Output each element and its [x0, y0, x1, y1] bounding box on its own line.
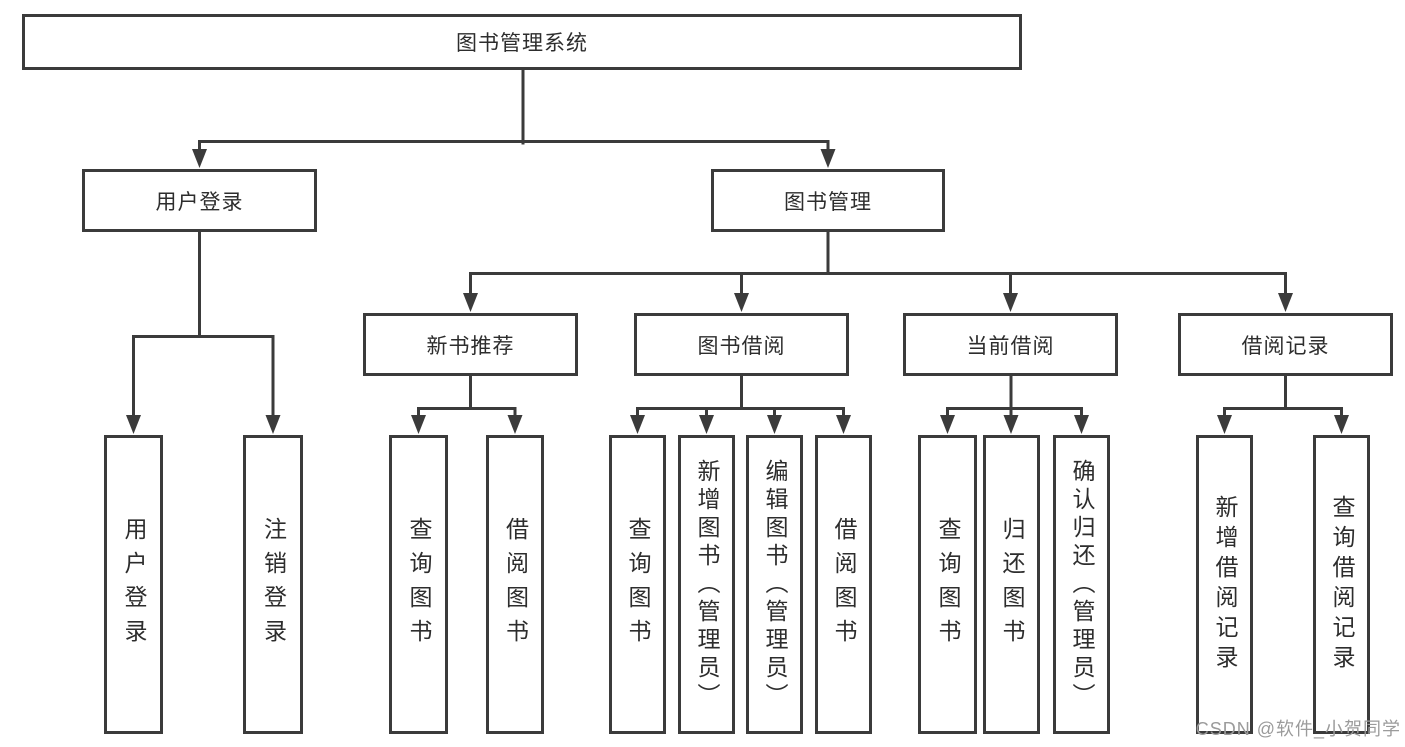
- leaf-label: 查询图书: [625, 516, 651, 653]
- node-user-login: 用户登录: [82, 169, 317, 232]
- leaf-label: 编辑图书（管理员）: [762, 458, 788, 711]
- node-label: 用户登录: [155, 190, 244, 214]
- node-borrowing-records: 借阅记录: [1178, 313, 1393, 376]
- arrow-icon: [507, 415, 523, 434]
- leaf-nb-borrow-books: 借阅图书: [486, 435, 544, 734]
- node-new-book-recommend: 新书推荐: [363, 313, 578, 376]
- arrow-icon: [940, 415, 955, 434]
- node-book-borrowing: 图书借阅: [634, 313, 849, 376]
- node-label: 当前借阅: [966, 334, 1055, 358]
- leaf-logout: 注销登录: [243, 435, 303, 734]
- leaf-label: 查询借阅记录: [1329, 494, 1355, 675]
- node-label: 图书借阅: [697, 334, 786, 358]
- arrowheads: [126, 149, 1349, 434]
- node-library-management-system: 图书管理系统: [22, 14, 1022, 70]
- arrow-icon: [1334, 415, 1349, 434]
- leaf-bb-edit-books-admin: 编辑图书（管理员）: [746, 435, 803, 734]
- arrow-icon: [734, 293, 749, 312]
- arrow-icon: [463, 293, 478, 312]
- leaf-label: 借阅图书: [831, 516, 857, 653]
- leaf-label: 新增借阅记录: [1212, 494, 1238, 675]
- leaf-label: 查询图书: [406, 516, 432, 653]
- leaf-cb-query-books: 查询图书: [918, 435, 977, 734]
- node-label: 借阅记录: [1241, 334, 1330, 358]
- leaf-label: 查询图书: [935, 516, 961, 653]
- node-label: 图书管理: [784, 190, 872, 214]
- leaf-label: 注销登录: [260, 516, 287, 653]
- leaf-bb-borrow-books: 借阅图书: [815, 435, 872, 734]
- leaf-br-query-record: 查询借阅记录: [1313, 435, 1370, 734]
- leaf-cb-confirm-return-admin: 确认归还（管理员）: [1053, 435, 1110, 734]
- arrow-icon: [767, 415, 782, 434]
- node-label: 新书推荐: [426, 334, 515, 358]
- leaf-label: 用户登录: [121, 516, 147, 653]
- arrow-icon: [836, 415, 851, 434]
- arrow-icon: [126, 415, 141, 434]
- leaf-cb-return-books: 归还图书: [983, 435, 1040, 734]
- leaf-bb-add-books-admin: 新增图书（管理员）: [678, 435, 735, 734]
- leaf-bb-query-books: 查询图书: [609, 435, 666, 734]
- arrow-icon: [820, 149, 836, 168]
- arrow-icon: [1217, 415, 1232, 434]
- node-label: 图书管理系统: [456, 32, 588, 55]
- leaf-nb-query-books: 查询图书: [389, 435, 448, 734]
- arrow-icon: [699, 415, 714, 434]
- arrow-icon: [192, 149, 207, 168]
- tree-edges: [132, 66, 1343, 419]
- node-current-borrowing: 当前借阅: [903, 313, 1118, 376]
- arrow-icon: [1003, 415, 1019, 434]
- leaf-br-add-record: 新增借阅记录: [1196, 435, 1253, 734]
- watermark: CSDN @软件_小贺同学: [1195, 719, 1401, 739]
- node-book-management: 图书管理: [711, 169, 945, 232]
- leaf-label: 归还图书: [999, 516, 1025, 653]
- arrow-icon: [1278, 293, 1293, 312]
- leaf-user-login: 用户登录: [104, 435, 163, 734]
- arrow-icon: [1003, 293, 1018, 312]
- arrow-icon: [265, 415, 281, 434]
- arrow-icon: [411, 415, 426, 434]
- arrow-icon: [630, 415, 645, 434]
- arrow-icon: [1074, 415, 1089, 434]
- leaf-label: 新增图书（管理员）: [694, 458, 720, 711]
- leaf-label: 借阅图书: [502, 516, 529, 653]
- leaf-label: 确认归还（管理员）: [1069, 458, 1095, 711]
